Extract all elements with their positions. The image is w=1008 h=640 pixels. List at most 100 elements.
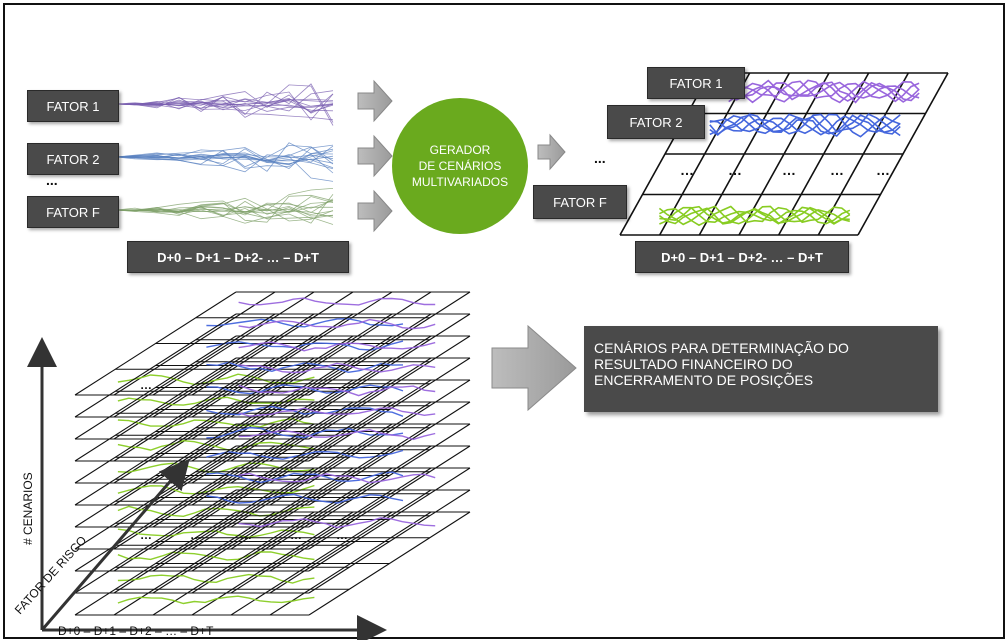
- scenario-path: [117, 98, 334, 109]
- scenario-path: [116, 146, 334, 165]
- big-arrow-icon: [491, 324, 577, 412]
- scenario-curve: [117, 439, 315, 451]
- grid-dots-5: …: [876, 162, 890, 178]
- tr-factor-1-label: FATOR 1: [669, 75, 723, 91]
- scenario-curve: [117, 595, 315, 605]
- scenario-curve: [709, 113, 901, 138]
- factor-2-box: FATOR 2: [27, 143, 119, 175]
- scenario-layer: [74, 445, 471, 550]
- scenario-curve: [238, 297, 436, 306]
- scenario-curve: [709, 114, 901, 137]
- scenario-path: [116, 149, 334, 174]
- timeline-box-left: D+0 – D+1 – D+2- … – D+T: [127, 241, 349, 273]
- timeline-label-left: D+0 – D+1 – D+2- … – D+T: [157, 249, 319, 265]
- factor-f-box: FATOR F: [27, 196, 119, 228]
- scenario-curve: [238, 472, 436, 484]
- scenario-curve: [206, 426, 404, 439]
- arrow-icon: [357, 79, 393, 123]
- arrow-icon: [357, 134, 393, 178]
- x-axis-label: D+0 – D+1 – D+2 – … – D+T: [58, 624, 214, 638]
- stack-dots-4: …: [240, 528, 252, 542]
- scenario-curve: [238, 362, 436, 374]
- y-axis-label: # CENARIOS: [21, 472, 35, 545]
- grid-dots-1: …: [680, 162, 694, 178]
- factor-2-label: FATOR 2: [46, 151, 100, 167]
- scenario-path: [116, 148, 334, 170]
- stack-dots-1: …: [140, 378, 152, 392]
- scenario-curve: [206, 405, 404, 417]
- tr-factor-ellipsis: ...: [594, 150, 606, 166]
- scenario-curve: [206, 318, 404, 328]
- scenario-curve: [238, 341, 436, 352]
- scenario-curve: [238, 318, 436, 330]
- grid-dots-3: …: [782, 162, 796, 178]
- tr-factor-f-box: FATOR F: [533, 185, 627, 219]
- scenario-curve: [117, 373, 315, 386]
- scenario-curve: [117, 551, 315, 561]
- scenario-curve: [117, 484, 315, 495]
- scenario-path: [116, 154, 334, 182]
- tr-factor-2-label: FATOR 2: [629, 114, 683, 130]
- factor-1-box: FATOR 1: [27, 90, 119, 122]
- scenario-curve: [728, 81, 920, 104]
- scenario-path: [116, 84, 334, 126]
- scenario-layer: [74, 489, 471, 594]
- factor-time-grid: [619, 72, 949, 236]
- arrow-icon: [537, 133, 566, 171]
- scenario-curve: [117, 417, 315, 428]
- scenario-path: [116, 152, 334, 169]
- scenario-curve: [238, 384, 436, 397]
- scenario-grid-stack: [74, 291, 471, 616]
- scenario-path: [116, 145, 334, 163]
- generator-line-3: MULTIVARIADOS: [411, 175, 509, 189]
- generator-line-2: DE CENÁRIOS: [418, 159, 502, 173]
- scenario-curve: [238, 517, 436, 529]
- grid-dots-2: …: [728, 162, 742, 178]
- grid-dots-4: …: [830, 162, 844, 178]
- scenario-path: [116, 142, 334, 172]
- scenario-path: [116, 200, 334, 222]
- tr-factor-1-box: FATOR 1: [647, 67, 745, 99]
- scenario-curve: [117, 573, 315, 584]
- scenario-curve: [709, 113, 901, 137]
- diagram-frame: [3, 3, 1005, 639]
- scenario-curve: [206, 449, 404, 460]
- stack-dots-2: …: [140, 528, 152, 542]
- scenario-layer: [74, 357, 471, 462]
- arrow-icon: [357, 189, 393, 233]
- stack-dots-3: …: [190, 528, 202, 542]
- factor-ellipsis: ...: [46, 172, 58, 188]
- factor-f-label: FATOR F: [46, 204, 100, 220]
- stack-dots-6: …: [336, 528, 348, 542]
- scenario-layer: [74, 335, 471, 440]
- scenario-path: [116, 93, 334, 113]
- scenario-curve: [206, 361, 404, 374]
- scenario-curve: [206, 493, 404, 504]
- result-box: CENÁRIOS PARA DETERMINAÇÃO DO RESULTADO …: [584, 326, 938, 412]
- scenario-curve: [728, 80, 920, 99]
- timeline-box-right: D+0 – D+1 – D+2- … – D+T: [635, 241, 849, 273]
- tr-factor-f-label: FATOR F: [553, 194, 607, 210]
- scenario-path: [116, 144, 334, 168]
- scenario-curve: [659, 205, 851, 225]
- scenario-path: [116, 90, 334, 118]
- factor-1-label: FATOR 1: [46, 98, 100, 114]
- timeline-label-right: D+0 – D+1 – D+2- … – D+T: [661, 249, 823, 265]
- tr-factor-2-box: FATOR 2: [607, 105, 705, 139]
- scenario-curve: [238, 428, 436, 441]
- arrow-icon-group: [357, 79, 566, 233]
- scenario-generator: GERADOR DE CENÁRIOS MULTIVARIADOS: [392, 98, 528, 234]
- scenario-layer: [74, 511, 471, 616]
- scenario-curve: [728, 79, 920, 103]
- generator-line-1: GERADOR: [429, 143, 491, 157]
- scenario-curve: [658, 205, 850, 226]
- axes: [27, 337, 387, 640]
- factor-line-bundles: [116, 83, 334, 225]
- stack-dots-5: …: [290, 528, 302, 542]
- scenario-path: [116, 196, 334, 216]
- scenario-layer: [74, 467, 471, 572]
- scenario-path: [116, 194, 334, 223]
- scenario-path: [116, 188, 334, 213]
- scenario-layer: [74, 423, 471, 528]
